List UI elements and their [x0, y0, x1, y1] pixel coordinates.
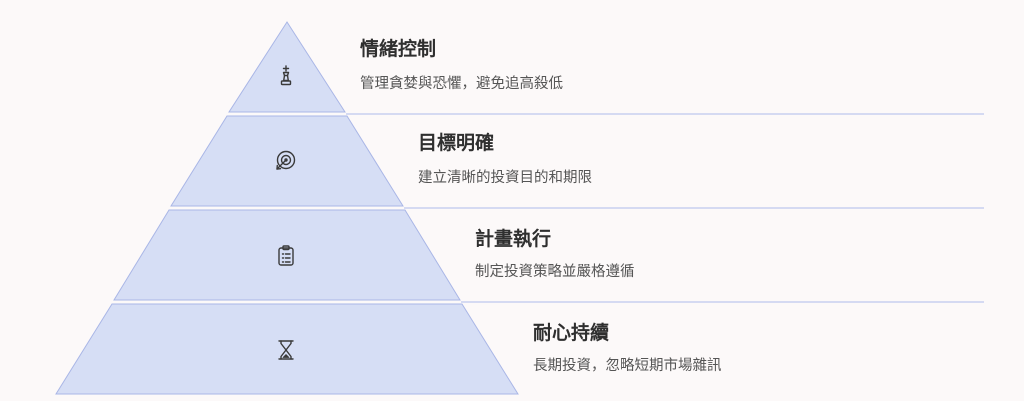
tier-desc-clear-goals: 建立清晰的投資目的和期限	[418, 170, 592, 186]
pyramid-tier-3	[113, 209, 461, 301]
pyramid-tier-1	[228, 21, 346, 113]
tier-title-clear-goals: 目標明確	[418, 132, 495, 154]
tier-desc-patience: 長期投資，忽略短期市場雜訊	[533, 358, 722, 374]
clipboard-list-icon	[278, 245, 294, 266]
tier-desc-emotion-control: 管理貪婪與恐懼，避免追高殺低	[360, 76, 563, 92]
tier-title-patience: 耐心持續	[533, 322, 610, 344]
tier-title-emotion-control: 情緒控制	[360, 38, 437, 60]
target-icon	[276, 150, 296, 170]
tier-title-plan-execution: 計畫執行	[475, 228, 552, 250]
hourglass-icon	[278, 340, 294, 360]
tier-desc-plan-execution: 制定投資策略並嚴格遵循	[475, 264, 635, 280]
chess-king-icon	[280, 65, 292, 86]
